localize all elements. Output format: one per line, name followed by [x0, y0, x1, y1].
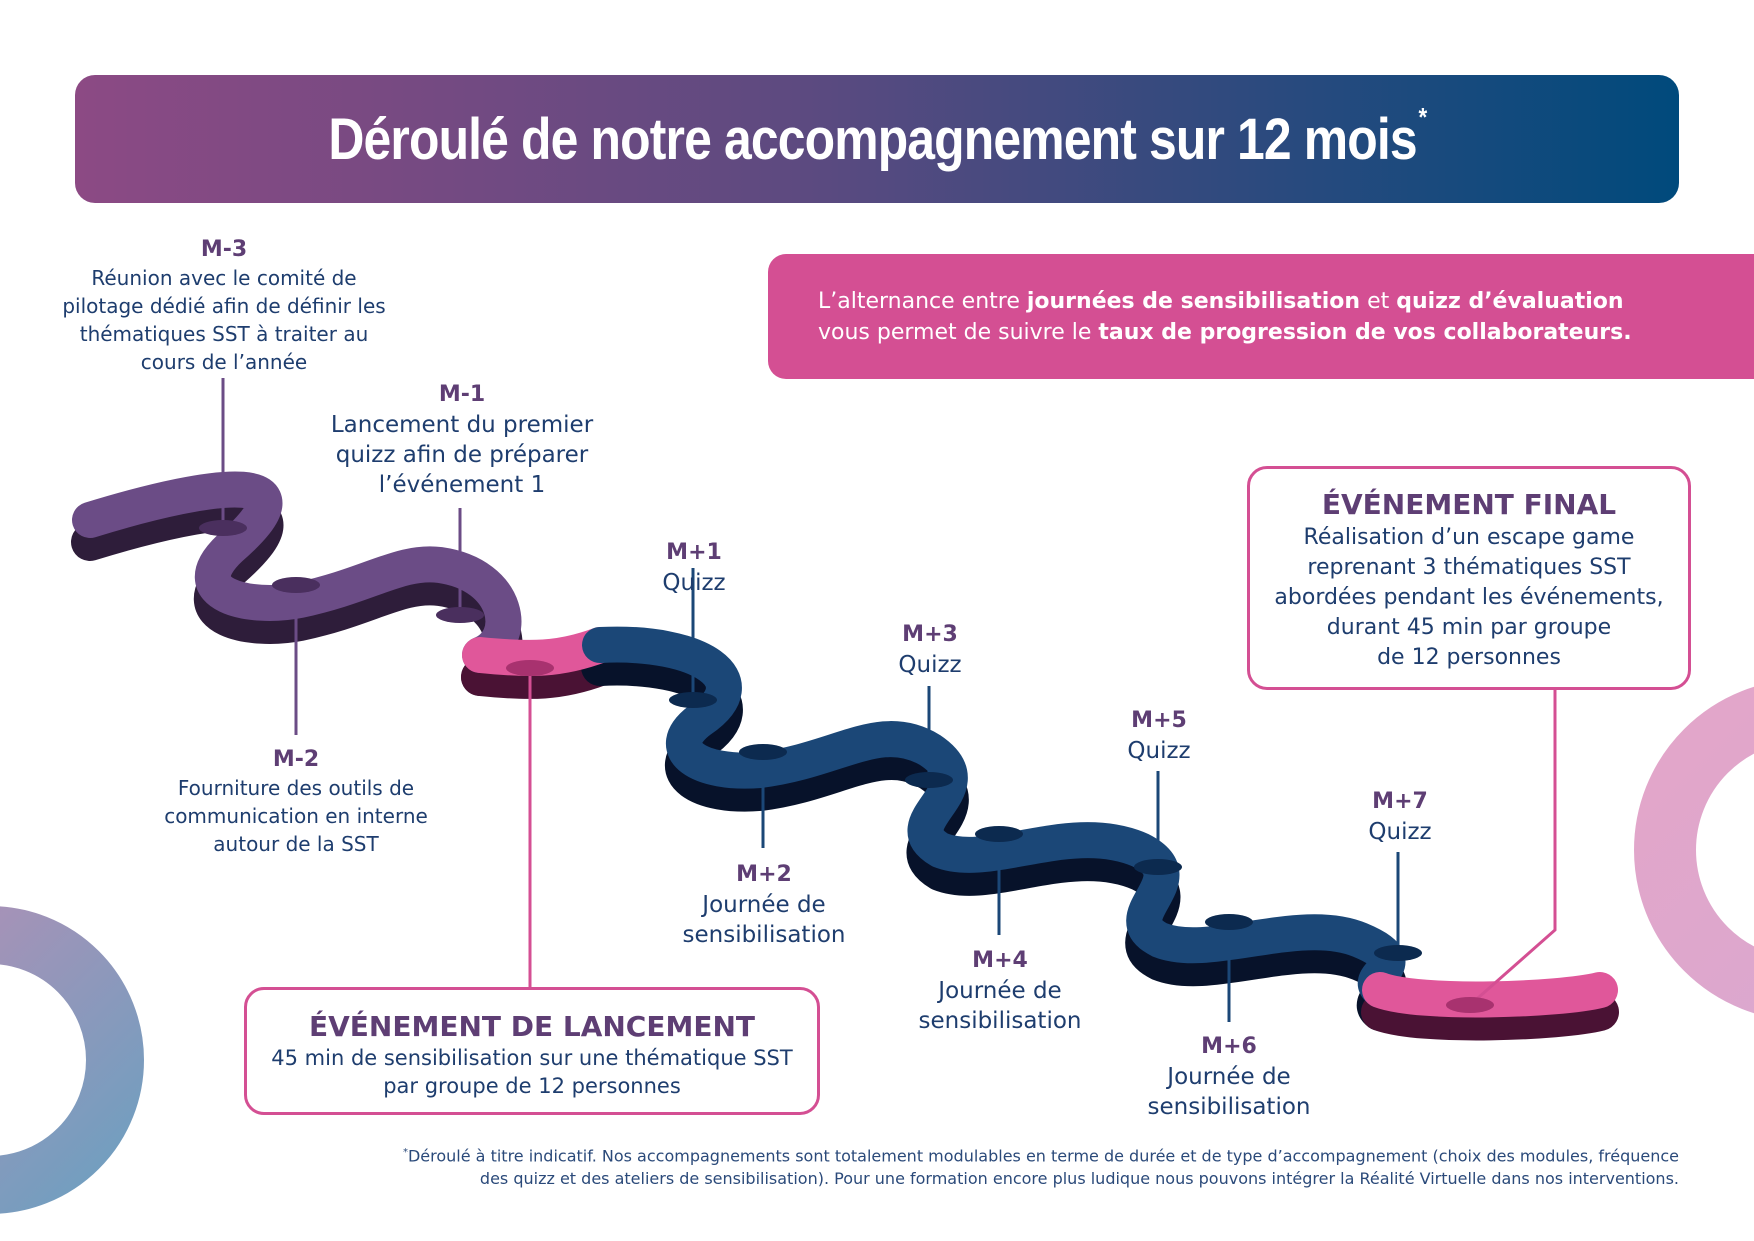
- milestone-lancement: [506, 660, 554, 676]
- road-segment-program: [582, 626, 1406, 1008]
- launch-event-title: ÉVÉNEMENT DE LANCEMENT: [308, 1010, 756, 1043]
- page-title: Déroulé de notre accompagnement sur 12 m…: [327, 101, 1427, 172]
- road-segment-launch: [462, 627, 618, 676]
- road-segment-preparation: [72, 471, 522, 673]
- footnote: *Déroulé à titre indicatif. Nos accompag…: [402, 1146, 1679, 1189]
- ring-right: [1634, 686, 1754, 1014]
- milestone-m-2: [272, 577, 320, 593]
- title-banner: Déroulé de notre accompagnement sur 12 m…: [75, 75, 1679, 203]
- milestone-m+7: [1374, 945, 1422, 961]
- ring-left: [0, 906, 144, 1214]
- milestone-m-3: [199, 520, 247, 536]
- info-banner-text: L’alternance entre journées de sensibili…: [818, 289, 1632, 345]
- step-label-m+7: M+7 Quizz: [1368, 789, 1432, 845]
- final-event-box: ÉVÉNEMENT FINAL Réalisation d’un escape …: [1247, 466, 1691, 690]
- milestone-m+1: [669, 692, 717, 708]
- milestone-m+2: [739, 744, 787, 760]
- step-label-m+5: M+5 Quizz: [1127, 708, 1191, 764]
- final-event-title: ÉVÉNEMENT FINAL: [1321, 488, 1617, 521]
- road-segment-final: [1362, 972, 1618, 1018]
- milestone-m+5: [1134, 859, 1182, 875]
- milestone-m+3: [905, 772, 953, 788]
- milestone-m+4: [975, 826, 1023, 842]
- step-label-m+1: M+1 Quizz: [662, 540, 726, 596]
- milestone-final: [1446, 997, 1494, 1013]
- milestone-m-1: [436, 607, 484, 623]
- milestone-m+6: [1205, 914, 1253, 930]
- step-label-m+3: M+3 Quizz: [898, 622, 962, 678]
- info-banner: L’alternance entre journées de sensibili…: [768, 254, 1754, 379]
- connector-final: [1469, 684, 1557, 1007]
- launch-event-box: ÉVÉNEMENT DE LANCEMENT 45 min de sensibi…: [244, 987, 820, 1115]
